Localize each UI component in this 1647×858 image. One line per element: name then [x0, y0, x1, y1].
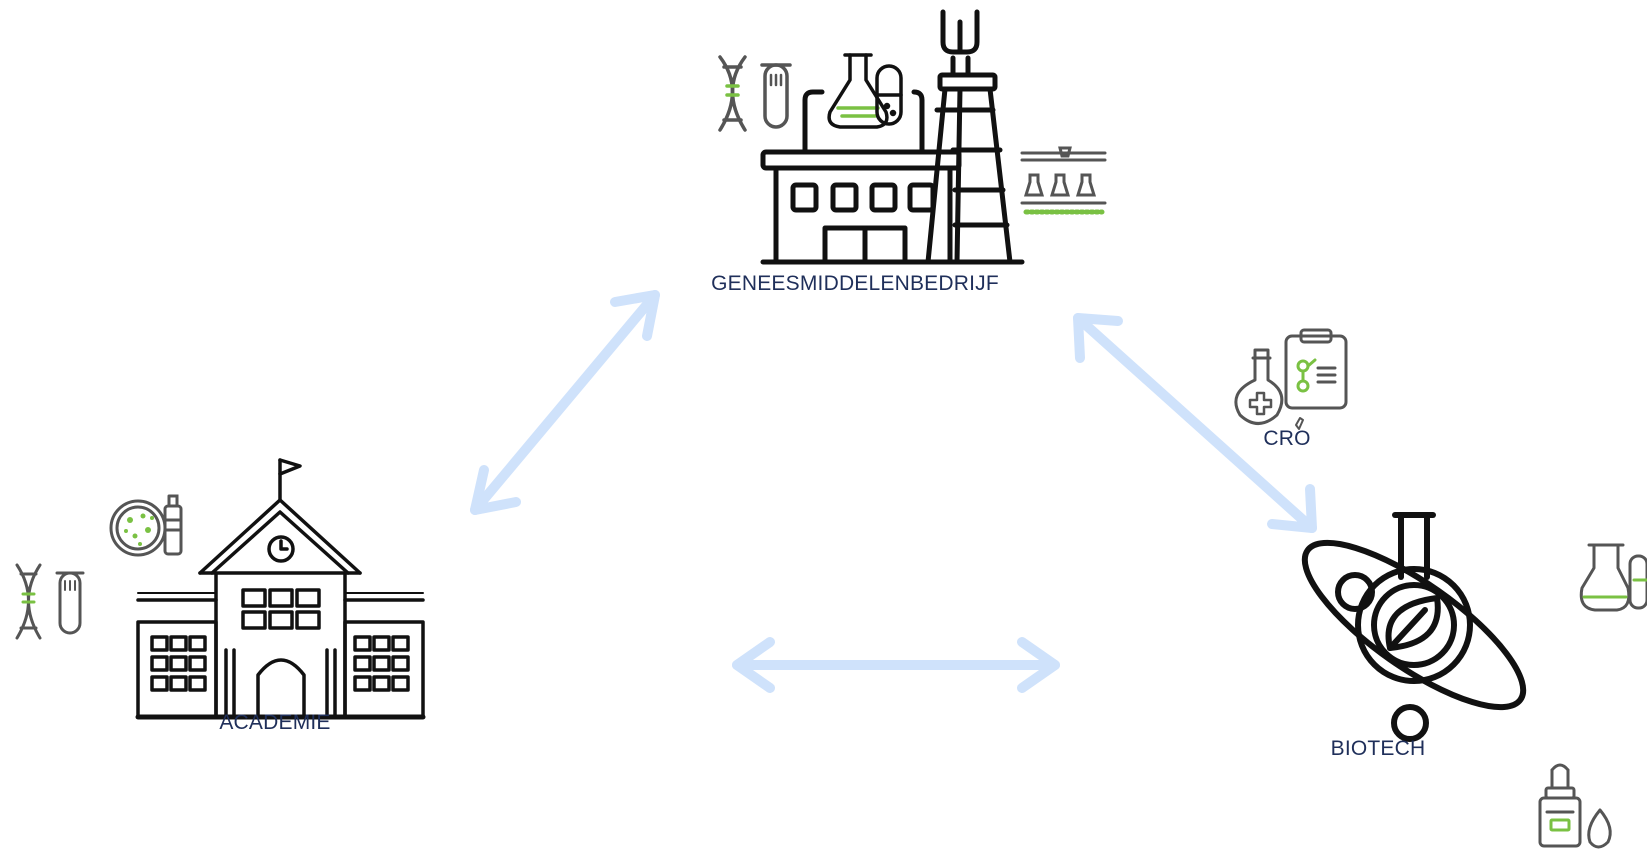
- factory-icon: [760, 9, 1025, 265]
- production-line-icon: [1020, 146, 1107, 215]
- dna-tube-icon: [718, 55, 792, 132]
- atom-flask-leaf-icon: [1301, 512, 1527, 742]
- clipboard-flask-icon: [1234, 328, 1348, 430]
- dropper-bottle-icon: [1538, 763, 1612, 849]
- flask-pill-icon-biotech: [1579, 543, 1647, 612]
- petri-dish-icon: [109, 494, 183, 557]
- node-label-cro: CRO: [1263, 427, 1311, 450]
- node-label-pharma: GENEESMIDDELENBEDRIJF: [711, 272, 999, 295]
- node-label-academie: ACADEMIE: [219, 711, 331, 734]
- arrow-academie-biotech: [732, 637, 1060, 693]
- arrow-academie-pharma: [470, 290, 660, 515]
- flask-pill-icon: [827, 53, 903, 129]
- dna-tube-icon-academie: [15, 563, 85, 640]
- arrow-pharma-biotech: [1073, 313, 1317, 533]
- node-label-biotech: BIOTECH: [1330, 737, 1426, 760]
- school-building-icon: [135, 458, 426, 720]
